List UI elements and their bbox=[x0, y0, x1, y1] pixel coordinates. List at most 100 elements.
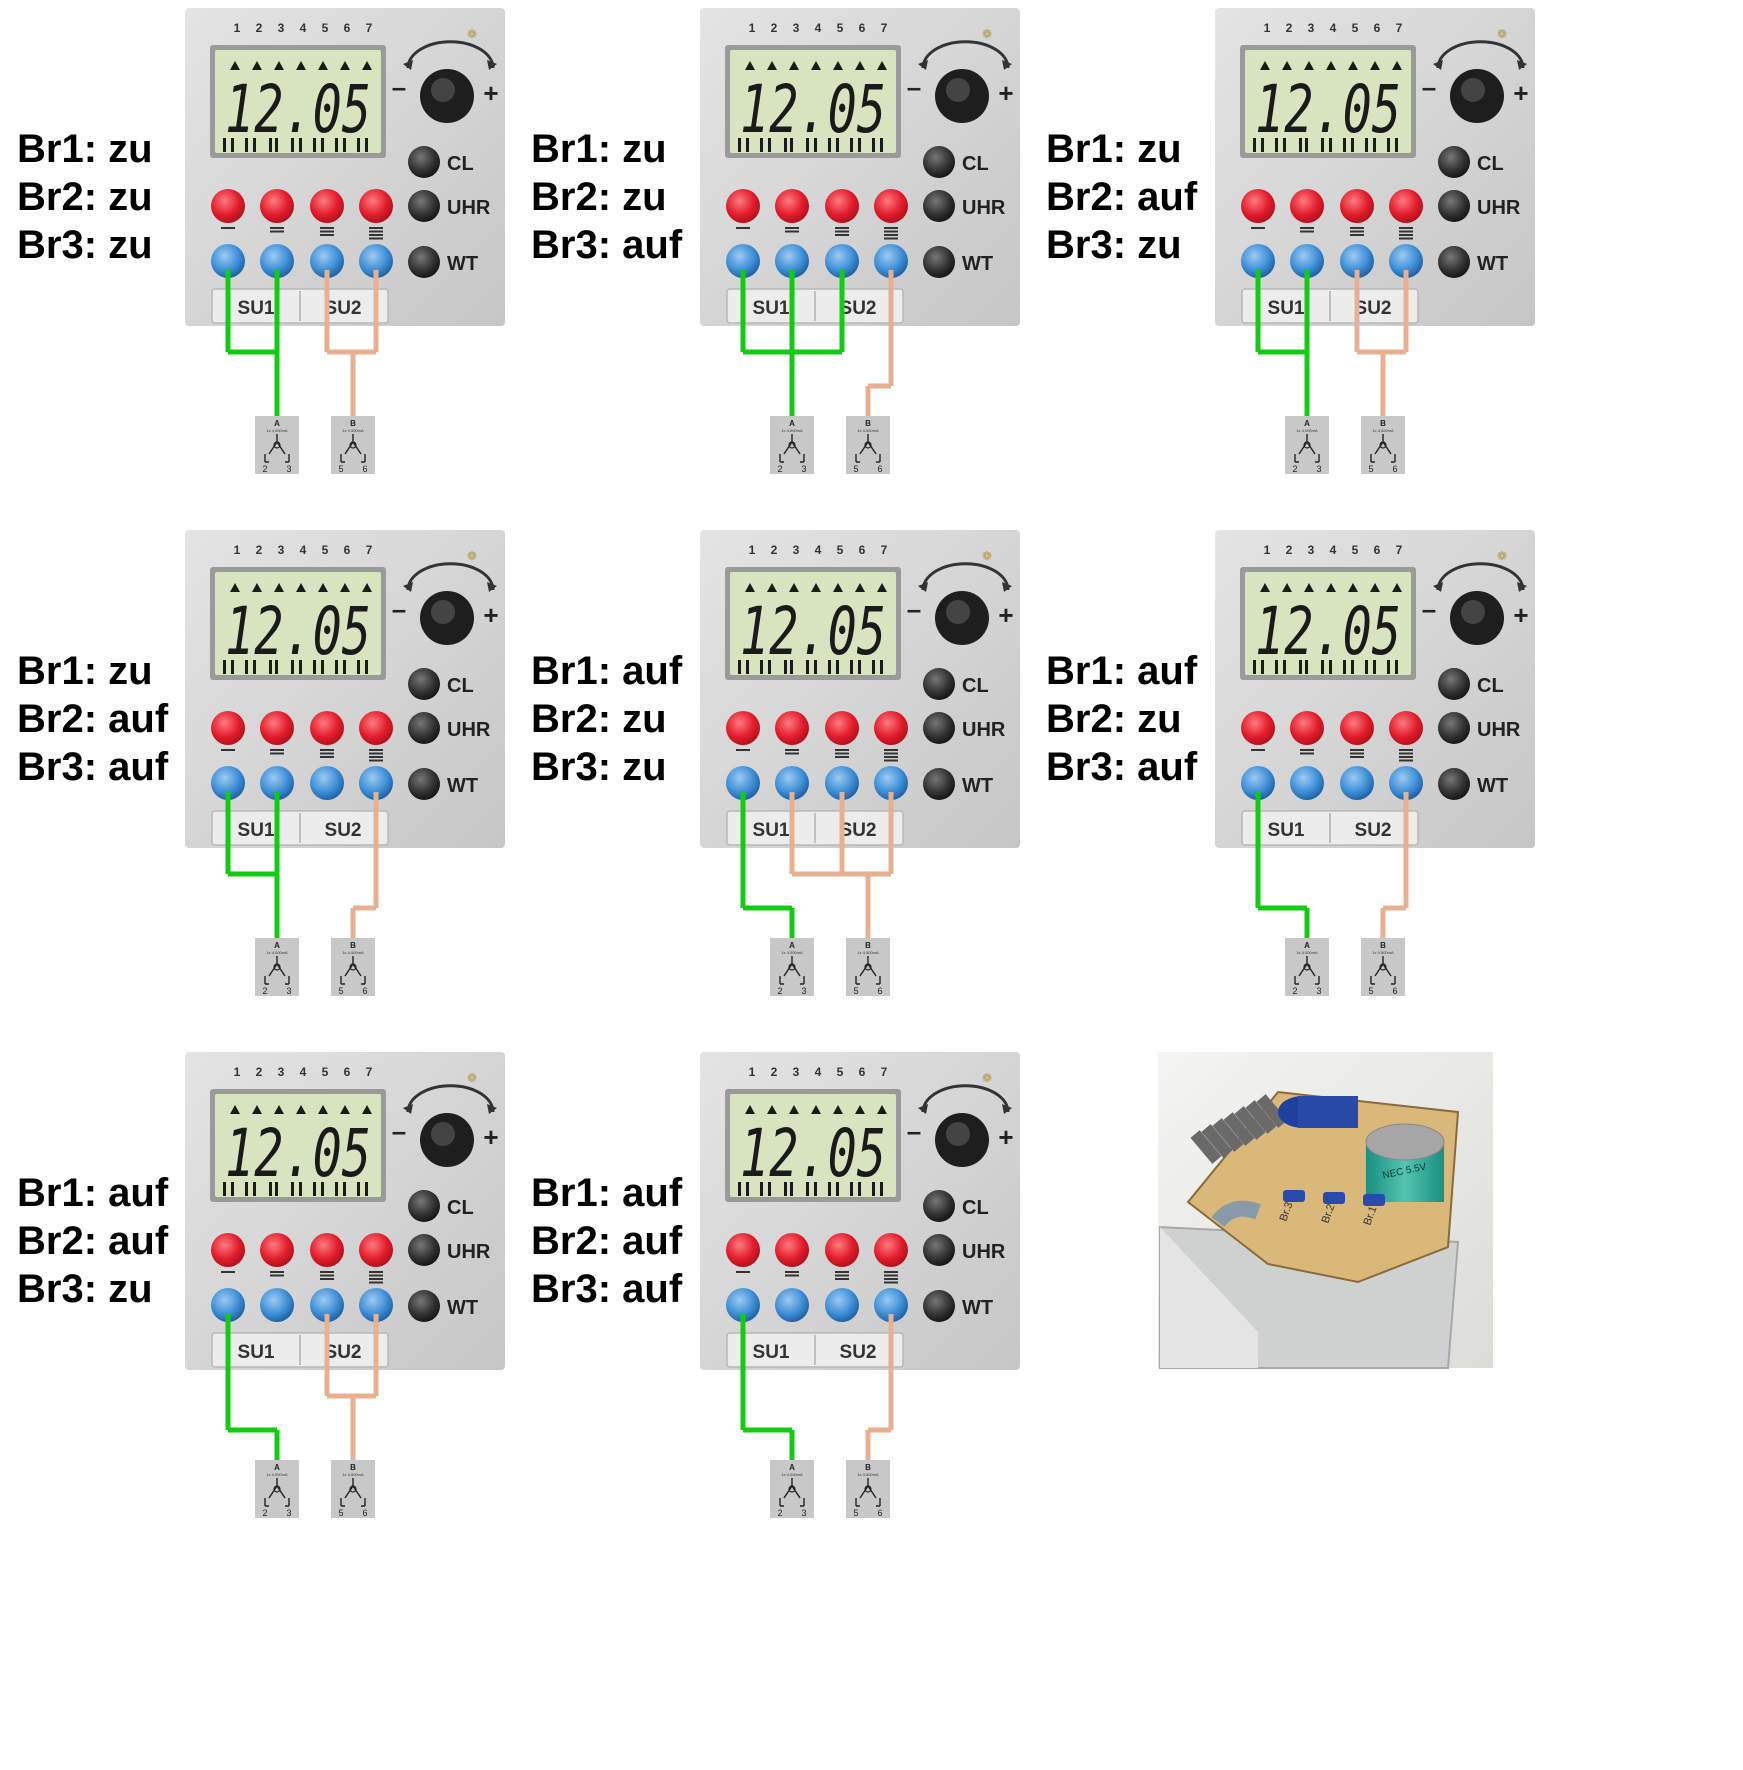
blue-button bbox=[726, 1288, 760, 1322]
knob-arc-icon bbox=[921, 562, 1010, 591]
day-arrow-icon bbox=[745, 61, 755, 70]
relay-spec: 1x 4.000mA bbox=[266, 428, 288, 433]
knob-highlight bbox=[431, 78, 455, 102]
knob-highlight bbox=[946, 78, 970, 102]
side-button-uhr bbox=[408, 1234, 440, 1266]
blue-button bbox=[874, 1288, 908, 1322]
relay-letter: B bbox=[350, 1463, 356, 1472]
side-button-label: WT bbox=[962, 1297, 993, 1319]
red-button bbox=[825, 189, 859, 223]
blue-button bbox=[775, 1288, 809, 1322]
side-button-wt bbox=[923, 768, 955, 800]
side-button-cl bbox=[408, 146, 440, 178]
relay-switch-icon bbox=[264, 434, 290, 463]
blue-button bbox=[1290, 244, 1324, 278]
lcd-bar bbox=[872, 660, 875, 674]
relay-box bbox=[1361, 938, 1405, 996]
su2-label: SU2 bbox=[1355, 820, 1392, 841]
relay-pin: 6 bbox=[362, 1508, 367, 1518]
level-marker bbox=[270, 1271, 284, 1273]
day-number: 4 bbox=[815, 21, 822, 35]
relay-pin: 5 bbox=[853, 1508, 858, 1518]
relay-letter: A bbox=[789, 1463, 795, 1472]
level-marker bbox=[320, 752, 334, 755]
su1-label: SU1 bbox=[238, 1342, 275, 1363]
day-number: 6 bbox=[1374, 543, 1381, 557]
day-number: 3 bbox=[278, 1065, 285, 1079]
wiring bbox=[740, 792, 894, 938]
logo-mark: ❁ bbox=[1497, 27, 1507, 41]
lcd-screen bbox=[730, 1094, 896, 1197]
red-button bbox=[775, 711, 809, 745]
level-marker bbox=[320, 227, 334, 229]
day-number: 1 bbox=[234, 1065, 241, 1079]
day-number: 1 bbox=[234, 21, 241, 35]
lcd-screen bbox=[1245, 50, 1411, 153]
bridge-br3-state: Br3: auf bbox=[531, 1267, 683, 1311]
level-marker bbox=[884, 759, 898, 762]
lcd-screen bbox=[215, 50, 381, 153]
lcd-bar bbox=[806, 1182, 809, 1196]
level-marker bbox=[320, 230, 334, 233]
lcd-bar bbox=[231, 660, 234, 674]
red-button bbox=[726, 1233, 760, 1267]
lcd-bar bbox=[1261, 138, 1264, 152]
red-button bbox=[260, 189, 294, 223]
relay-letter: A bbox=[1304, 941, 1310, 950]
relay-spec: 1x 4.000mA bbox=[1296, 950, 1318, 955]
relay-pivot-icon bbox=[788, 1485, 796, 1493]
lcd-bar bbox=[814, 660, 817, 674]
blue-button bbox=[1340, 766, 1374, 800]
logo-mark: ❁ bbox=[467, 27, 477, 41]
side-button-wt bbox=[923, 246, 955, 278]
lcd-bar bbox=[1351, 660, 1354, 674]
relay-pin: 6 bbox=[877, 986, 882, 996]
red-button bbox=[825, 711, 859, 745]
relay-spec: 1x 4.500mA bbox=[857, 950, 879, 955]
bridge-br2-state: Br2: zu bbox=[1046, 697, 1182, 741]
lcd-bar bbox=[872, 138, 875, 152]
day-number: 6 bbox=[344, 21, 351, 35]
minus-sign: – bbox=[907, 1116, 921, 1146]
level-marker bbox=[835, 756, 849, 758]
day-number: 5 bbox=[322, 21, 329, 35]
lcd-bar bbox=[784, 1182, 787, 1196]
lcd-bar bbox=[768, 138, 771, 152]
level-marker bbox=[270, 227, 284, 229]
lcd-time: 12.05 bbox=[740, 593, 886, 670]
lcd-bar bbox=[275, 138, 278, 152]
blue-button bbox=[825, 1288, 859, 1322]
lcd-bar bbox=[836, 1182, 839, 1196]
lcd-bar bbox=[790, 1182, 793, 1196]
lcd-bar bbox=[760, 660, 763, 674]
day-number: 5 bbox=[837, 1065, 844, 1079]
day-number: 6 bbox=[859, 543, 866, 557]
minus-sign: – bbox=[1422, 72, 1436, 102]
lcd-bar bbox=[1299, 138, 1302, 152]
day-number: 3 bbox=[278, 21, 285, 35]
lcd-bar bbox=[343, 660, 346, 674]
level-marker bbox=[369, 1271, 383, 1273]
day-arrow-icon bbox=[811, 1105, 821, 1114]
cable-coil-icon bbox=[1211, 1200, 1261, 1228]
day-arrow-icon bbox=[767, 1105, 777, 1114]
lcd-bar bbox=[1321, 138, 1324, 152]
day-number: 4 bbox=[300, 21, 307, 35]
day-arrow-icon bbox=[230, 1105, 240, 1114]
level-marker bbox=[785, 230, 799, 233]
lcd-bar bbox=[880, 660, 883, 674]
day-arrow-icon bbox=[318, 583, 328, 592]
arrow-right-icon bbox=[487, 60, 497, 70]
relay-box bbox=[255, 938, 299, 996]
bridge-br3-state: Br3: auf bbox=[17, 745, 169, 789]
lcd-bar bbox=[269, 660, 272, 674]
knob-highlight bbox=[946, 600, 970, 624]
relay-pivot-icon bbox=[1303, 441, 1311, 449]
